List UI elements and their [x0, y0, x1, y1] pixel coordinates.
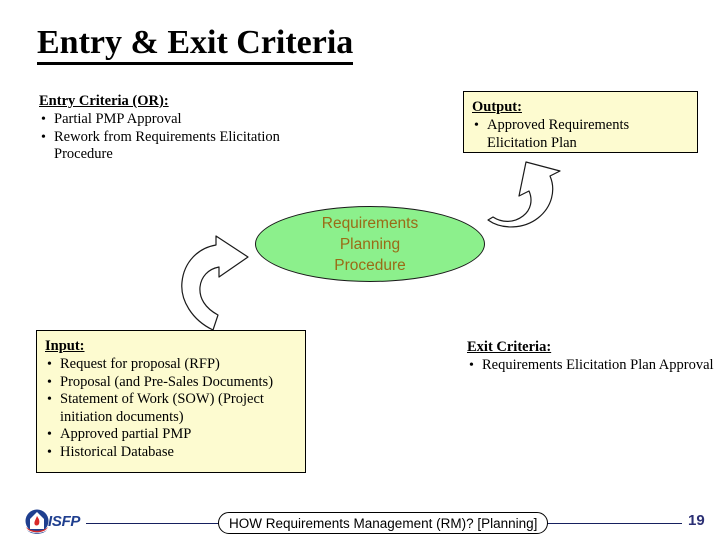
exit-criteria-heading: Exit Criteria: — [467, 339, 552, 355]
exit-criteria-block: Exit Criteria: • Requirements Elicitation… — [467, 338, 717, 375]
list-item: • Approved partial PMP — [45, 426, 297, 444]
list-item-text: Partial PMP Approval — [54, 111, 182, 127]
page-title: Entry & Exit Criteria — [37, 23, 354, 65]
list-item: • Rework from Requirements Elicitation Pr… — [39, 129, 299, 164]
process-label-line-3: Procedure — [334, 256, 406, 274]
isfp-logo-text: ISFP — [48, 513, 81, 530]
bullet-icon: • — [47, 427, 52, 442]
bullet-icon: • — [47, 444, 52, 460]
list-item: • Requirements Elicitation Plan Approval — [467, 357, 717, 375]
bullet-icon: • — [47, 392, 52, 407]
list-item-text: Rework from Requirements Elicitation Pro… — [54, 128, 280, 163]
curved-arrow-right-icon — [487, 161, 561, 228]
list-item: • Approved Requirements Elicitation Plan — [472, 117, 689, 152]
entry-criteria-block: Entry Criteria (OR): • Partial PMP Approv… — [39, 92, 299, 164]
output-list: • Approved Requirements Elicitation Plan — [472, 117, 689, 152]
bullet-icon: • — [41, 129, 46, 145]
list-item-text: Approved partial PMP — [60, 426, 192, 442]
curved-arrow-left-icon — [181, 235, 249, 331]
page-title-text: Entry & Exit Criteria — [37, 24, 354, 65]
list-item-text: Statement of Work (SOW) (Project initiat… — [60, 391, 264, 425]
list-item: • Statement of Work (SOW) (Project initia… — [45, 391, 297, 426]
process-ellipse: Requirements Planning Procedure — [255, 206, 485, 282]
bullet-icon: • — [41, 112, 46, 127]
bullet-icon: • — [469, 358, 474, 373]
list-item: • Request for proposal (RFP) — [45, 356, 297, 374]
list-item-text: Proposal (and Pre-Sales Documents) — [60, 373, 274, 390]
input-list: • Request for proposal (RFP) • Proposal (a… — [45, 356, 297, 461]
bullet-icon: • — [47, 374, 52, 390]
process-label-line-1: Requirements — [321, 214, 419, 232]
footer-label-text: HOW Requirements Management (RM)? [Plann… — [229, 515, 538, 531]
input-box: Input: • Request for proposal (RFP) • Prop… — [36, 330, 306, 473]
bullet-icon: • — [474, 118, 479, 133]
list-item: • Proposal (and Pre-Sales Documents) — [45, 374, 297, 392]
list-item-text: Request for proposal (RFP) — [60, 356, 220, 372]
list-item-text: Approved Requirements Elicitation Plan — [487, 117, 630, 151]
bullet-icon: • — [47, 357, 52, 372]
output-heading: Output: — [472, 99, 522, 115]
process-label-line-2: Planning — [339, 235, 401, 253]
footer-label: HOW Requirements Management (RM)? [Plann… — [218, 512, 549, 534]
list-item-text: Historical Database — [60, 443, 174, 460]
list-item: • Partial PMP Approval — [39, 111, 299, 129]
isfp-emblem-icon — [25, 509, 49, 534]
output-box: Output: • Approved Requirements Elicitati… — [463, 91, 698, 153]
input-heading: Input: — [45, 338, 85, 354]
entry-criteria-heading: Entry Criteria (OR): — [39, 93, 169, 109]
exit-criteria-list: • Requirements Elicitation Plan Approval — [467, 357, 717, 375]
page-number: 19 — [688, 512, 705, 529]
isfp-logo: ISFP — [24, 508, 86, 538]
list-item-text: Requirements Elicitation Plan Approval — [482, 357, 714, 373]
list-item: • Historical Database — [45, 444, 297, 462]
entry-criteria-list: • Partial PMP Approval • Rework from Requi… — [39, 111, 299, 164]
